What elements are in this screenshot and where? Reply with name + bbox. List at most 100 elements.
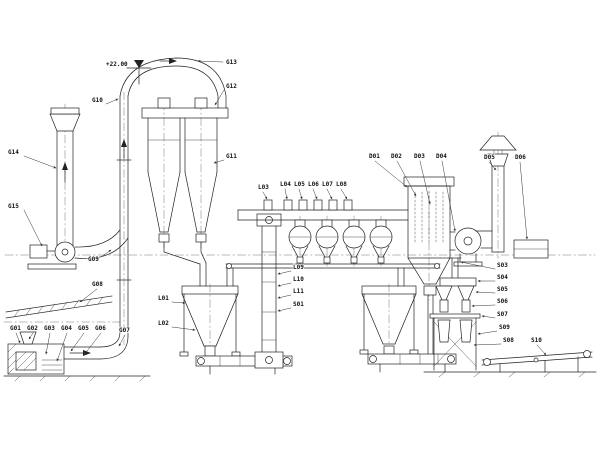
label-G10: G10 <box>92 97 103 104</box>
label-L11: L11 <box>293 288 304 295</box>
leader-L06 <box>312 188 318 200</box>
id-fan <box>449 227 493 267</box>
leader-S07 <box>481 315 496 319</box>
leader-L05 <box>298 188 303 200</box>
leader-G03 <box>45 332 51 355</box>
leader-D03 <box>419 160 431 205</box>
product-hopper-2 <box>359 285 419 355</box>
label-G02: G02 <box>27 325 38 332</box>
label-G03: G03 <box>44 325 55 332</box>
leader-S01 <box>277 307 292 312</box>
label-D06: D06 <box>515 154 526 161</box>
collecting-conveyor <box>225 263 441 287</box>
leader-D01 <box>374 160 408 188</box>
elevation-marker <box>126 60 152 85</box>
label-S07: S07 <box>497 311 508 318</box>
drying-column <box>99 95 132 360</box>
leader-S08 <box>473 343 502 347</box>
label-G11: G11 <box>226 153 237 160</box>
leader-S09 <box>477 330 498 335</box>
exhaust-stack-right <box>479 135 517 253</box>
leader-S05 <box>475 290 496 294</box>
damper-box <box>513 239 549 259</box>
leader-G12 <box>214 89 225 106</box>
leader-L03 <box>262 191 268 200</box>
leader-D05 <box>488 161 497 171</box>
label-G08: G08 <box>92 281 103 288</box>
bucket-elevator <box>254 213 284 369</box>
label-G06: G06 <box>95 325 106 332</box>
label-L02: L02 <box>158 320 169 327</box>
label-S06: S06 <box>497 298 508 305</box>
leader-D04 <box>441 160 456 232</box>
exhaust-stack-left <box>49 107 81 247</box>
leader-G07 <box>118 334 126 347</box>
label-L05: L05 <box>294 181 305 188</box>
label-G09: G09 <box>88 256 99 263</box>
label-D01: D01 <box>369 153 380 160</box>
screw-conveyor-left <box>195 355 293 375</box>
furnace <box>7 331 101 375</box>
leader-G01 <box>15 332 21 344</box>
label-G04: G04 <box>61 325 72 332</box>
label-G01: G01 <box>10 325 21 332</box>
leader-L07 <box>326 188 333 200</box>
leader-G09 <box>100 249 112 258</box>
exhaust-fan <box>27 241 77 270</box>
label-ELEV: +22.00 <box>106 61 128 68</box>
packing-machines <box>429 257 481 371</box>
leader-S10 <box>536 344 547 356</box>
label-S04: S04 <box>497 274 508 281</box>
bag-filter <box>403 176 455 355</box>
leader-G10 <box>105 98 119 105</box>
leader-G14 <box>23 155 57 169</box>
leader-L04 <box>284 188 288 200</box>
label-S03: S03 <box>497 262 508 269</box>
screw-conveyor-right <box>367 353 457 373</box>
label-D02: D02 <box>391 153 402 160</box>
label-L07: L07 <box>322 181 333 188</box>
ground-lines <box>3 371 597 382</box>
label-S05: S05 <box>497 286 508 293</box>
leader-G13 <box>197 59 224 63</box>
label-G14: G14 <box>8 149 19 156</box>
label-G12: G12 <box>226 83 237 90</box>
label-D05: D05 <box>484 154 495 161</box>
label-L04: L04 <box>280 181 291 188</box>
leader-L08 <box>340 188 348 200</box>
leader-L11 <box>277 294 292 299</box>
connecting-duct <box>74 229 129 259</box>
belt-conveyor <box>481 350 593 373</box>
leader-L09 <box>277 270 292 275</box>
leader-G02 <box>28 332 34 340</box>
leader-G11 <box>213 159 225 164</box>
leader-D06 <box>519 161 529 240</box>
leader-S06 <box>471 304 496 308</box>
label-S08: S08 <box>503 337 514 344</box>
leader-L10 <box>277 282 292 287</box>
leader-D02 <box>396 160 417 197</box>
label-L06: L06 <box>308 181 319 188</box>
label-G13: G13 <box>226 59 237 66</box>
leader-G15 <box>23 209 43 247</box>
label-S10: S10 <box>531 337 542 344</box>
label-L01: L01 <box>158 295 169 302</box>
label-L08: L08 <box>336 181 347 188</box>
label-D03: D03 <box>414 153 425 160</box>
leader-G04 <box>56 332 68 362</box>
leader-S03 <box>460 261 496 270</box>
label-G05: G05 <box>78 325 89 332</box>
leader-L02 <box>171 326 196 331</box>
label-L10: L10 <box>293 276 304 283</box>
label-L09: L09 <box>293 264 304 271</box>
label-S09: S09 <box>499 324 510 331</box>
label-L03: L03 <box>258 184 269 191</box>
gooseneck-duct <box>119 57 227 109</box>
label-D04: D04 <box>436 153 447 160</box>
leader-G06 <box>83 332 102 356</box>
feed-ramp <box>5 295 113 319</box>
leader-G08 <box>79 288 98 303</box>
